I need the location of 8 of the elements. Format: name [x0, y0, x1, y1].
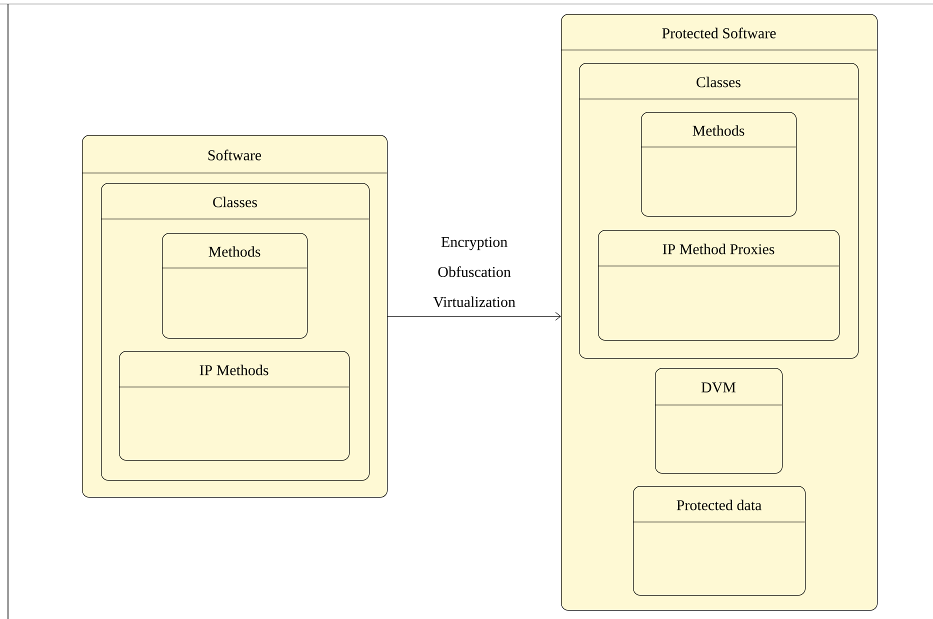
arrow [387, 312, 562, 321]
state-box: Protected data [632, 486, 806, 596]
state-box: Methods [162, 233, 308, 339]
state-box: DVM [654, 368, 783, 474]
state-box: Methods [640, 112, 797, 217]
state-box: IP Method Proxies [598, 230, 840, 341]
state-box: IP Methods [118, 351, 350, 461]
edge-label: Encryption Obfuscation Virtualization [433, 236, 516, 308]
